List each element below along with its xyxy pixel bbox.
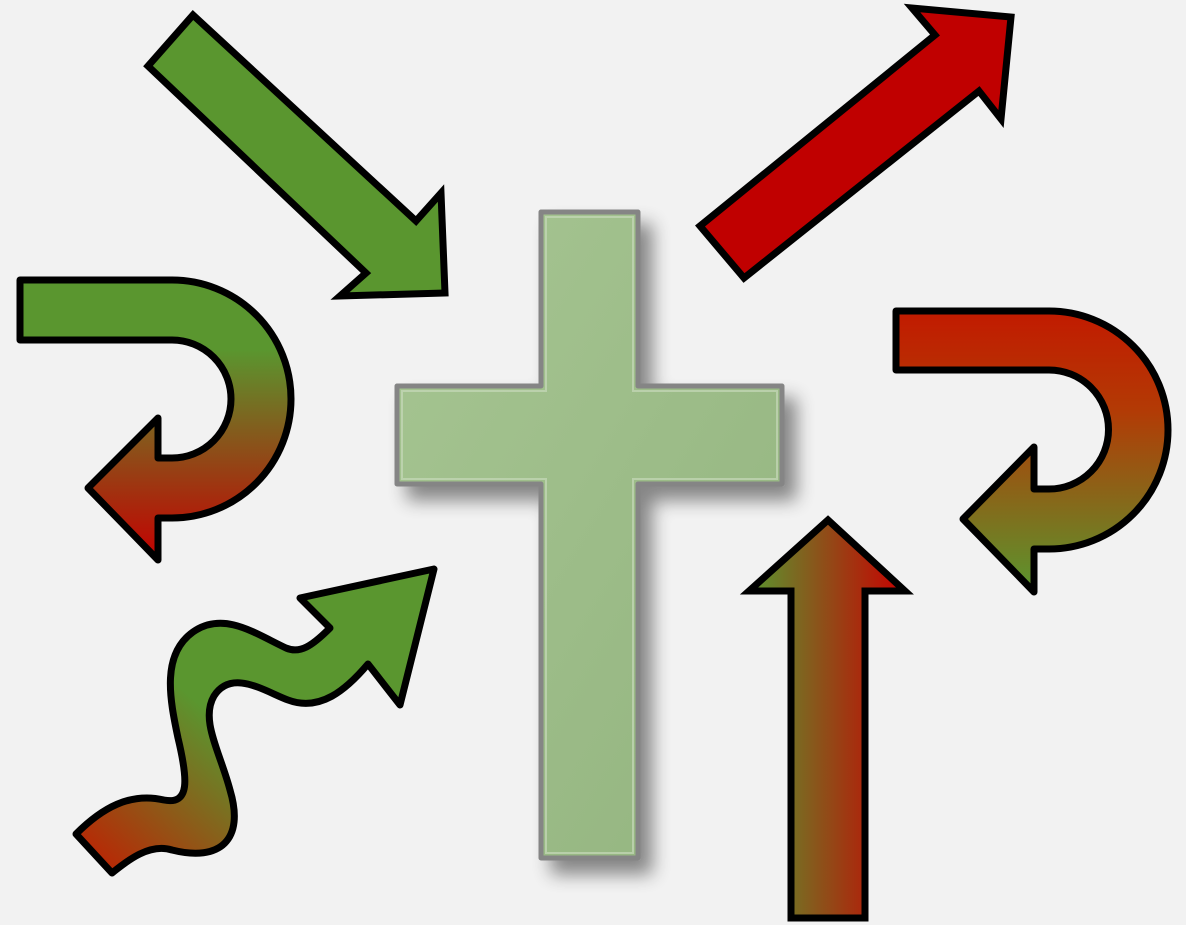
arrow-up-right-icon xyxy=(700,8,1011,278)
arrow-up-icon xyxy=(749,520,905,918)
wavy-arrow-icon xyxy=(76,569,434,873)
arrow-down-right-icon xyxy=(148,15,445,296)
u-turn-arrow-icon xyxy=(20,280,291,560)
cross-icon xyxy=(397,212,782,858)
u-turn-arrow-icon xyxy=(896,311,1168,592)
